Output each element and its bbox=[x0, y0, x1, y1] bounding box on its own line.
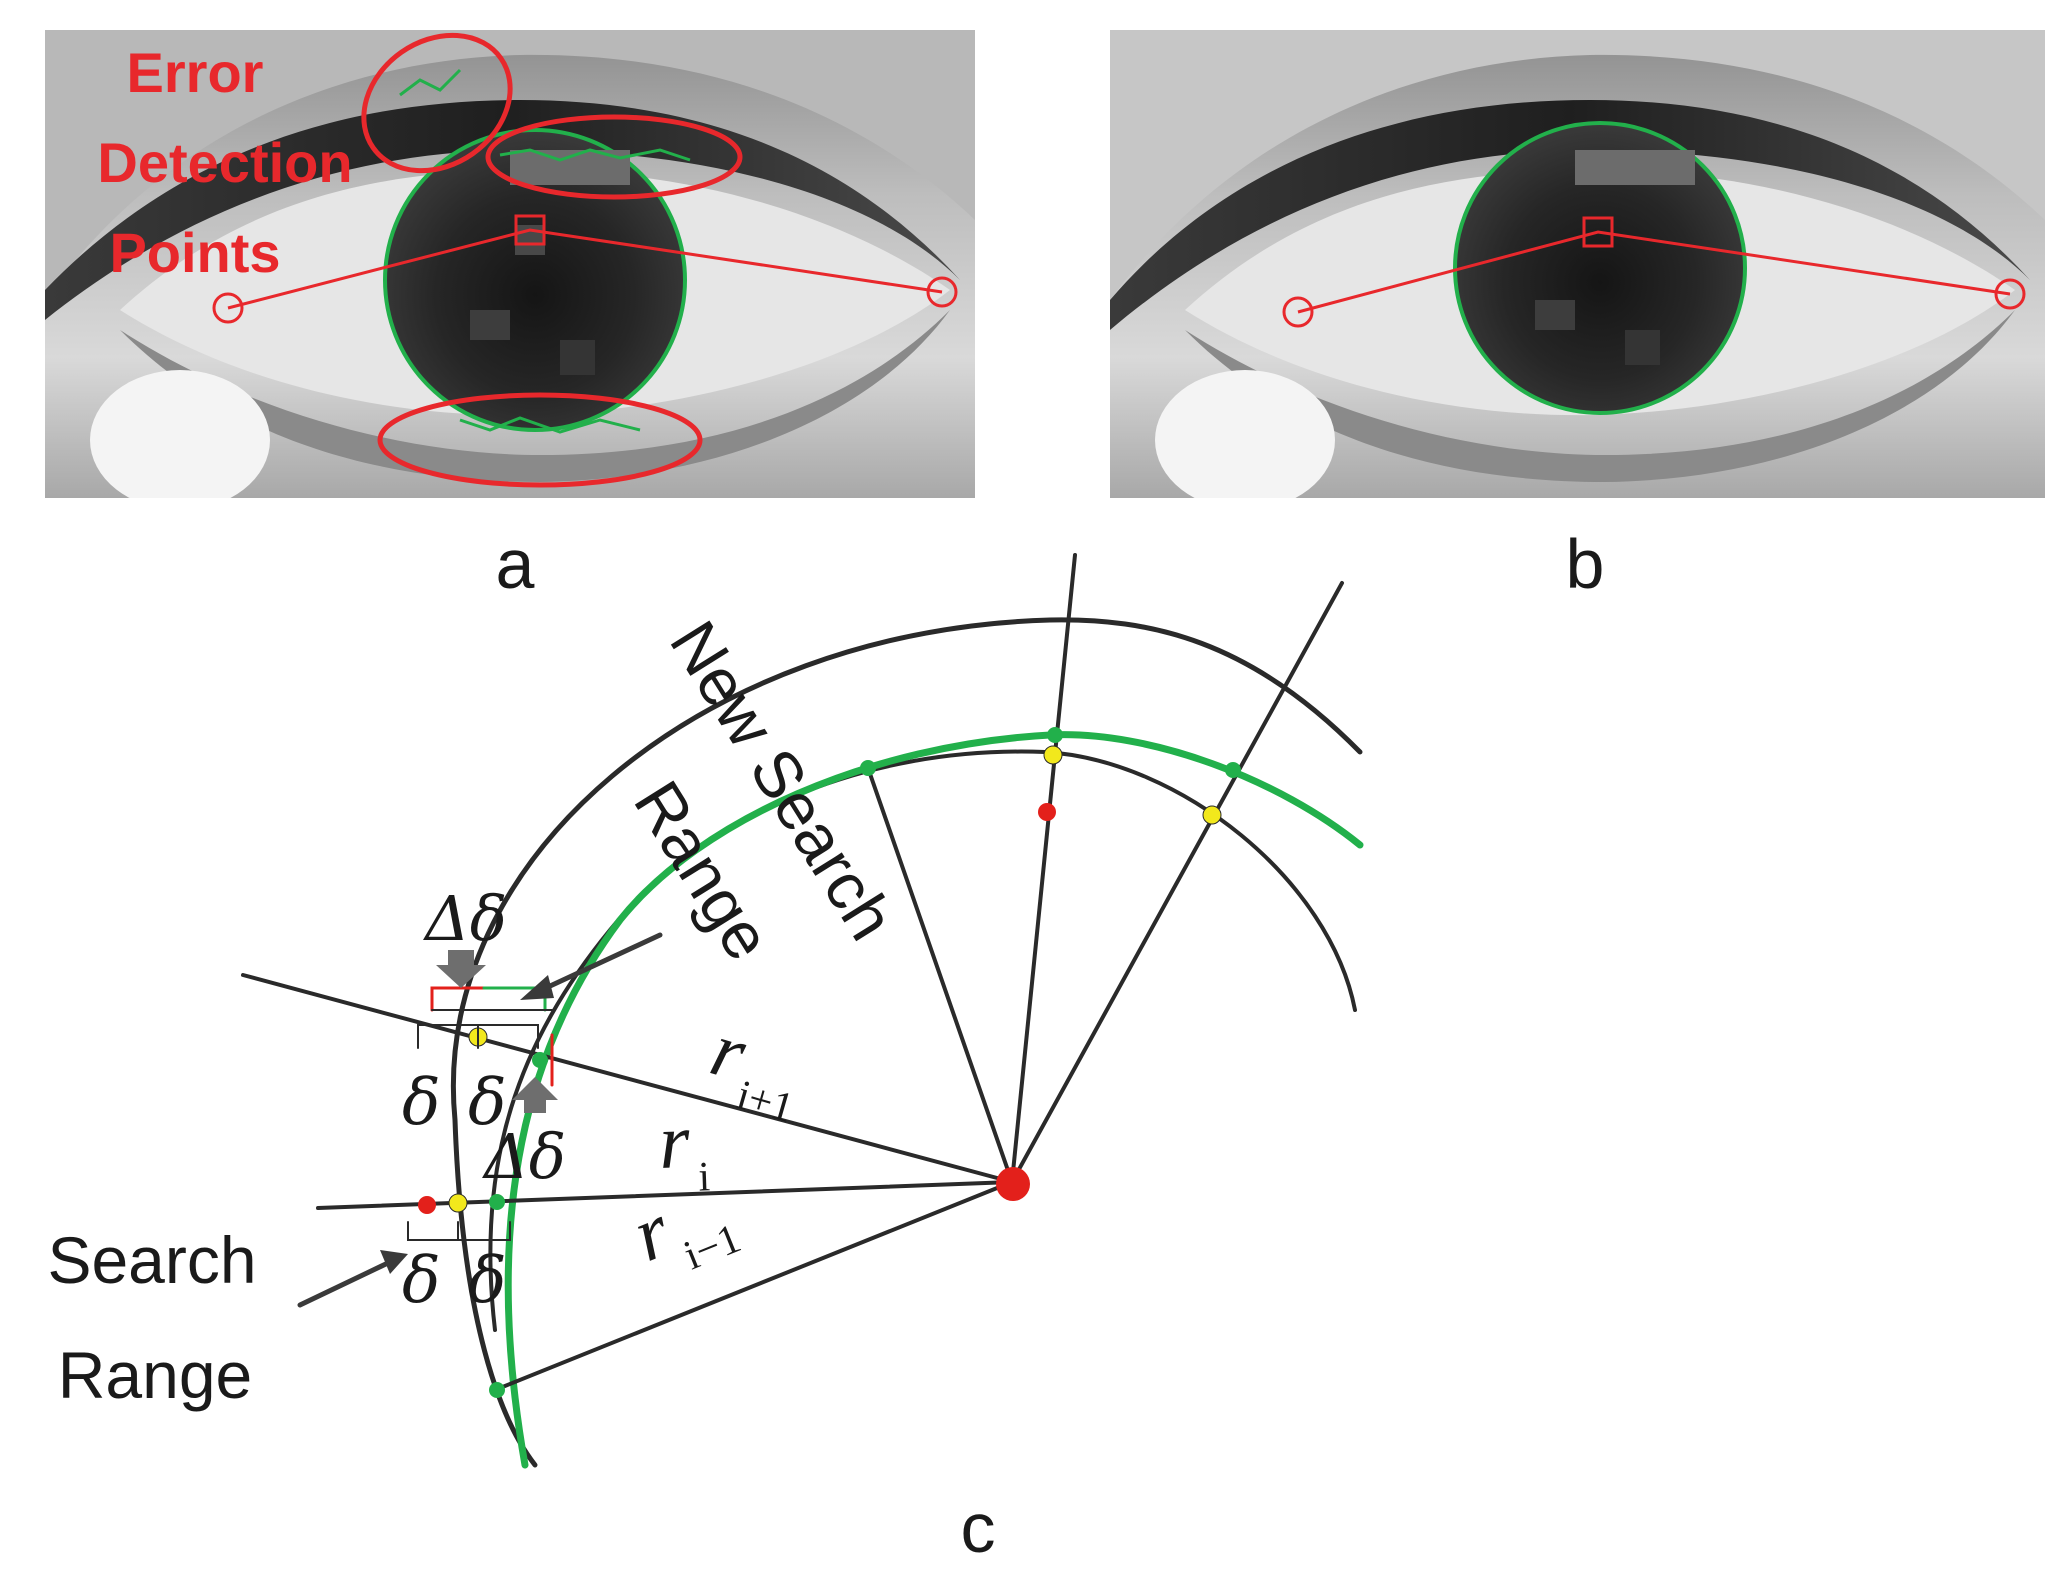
panel-label-b: b bbox=[1566, 525, 1605, 603]
svg-text:i−1: i−1 bbox=[678, 1216, 747, 1280]
yellow-point-1 bbox=[1043, 745, 1063, 765]
yellow-point-2 bbox=[1202, 805, 1222, 825]
corner-marker-left-b bbox=[1282, 296, 1314, 328]
delta-label-2: δ bbox=[468, 1066, 507, 1140]
eye-photo-b bbox=[1110, 30, 2045, 498]
svg-text:r: r bbox=[658, 1097, 692, 1185]
center-marker-b bbox=[1582, 216, 1614, 248]
delta-label-1: δ bbox=[402, 1066, 441, 1140]
green-point-4 bbox=[532, 1052, 548, 1068]
radius-line-5 bbox=[1010, 553, 1077, 1184]
error-ellipse-2 bbox=[485, 114, 743, 200]
eye-axis-lines-a bbox=[227, 228, 943, 310]
center-marker-a bbox=[514, 214, 546, 246]
green-point-6 bbox=[489, 1382, 505, 1398]
search-arrow bbox=[297, 1259, 393, 1308]
radius-line-6 bbox=[1010, 581, 1344, 1184]
delta-delta-bottom: Δδ bbox=[482, 1120, 566, 1193]
annotation-line1: Error bbox=[127, 41, 264, 104]
panel-label-a: a bbox=[496, 525, 535, 603]
error-ellipse-3 bbox=[377, 392, 703, 488]
corner-marker-right-b bbox=[1994, 278, 2026, 310]
search-range-label: Range bbox=[58, 1338, 253, 1412]
corner-marker-left-a bbox=[212, 292, 244, 324]
new-search-arrow bbox=[532, 932, 663, 996]
corner-marker-right-a bbox=[926, 276, 958, 308]
delta-arrow-bottom bbox=[512, 1077, 558, 1113]
outer-arc bbox=[451, 617, 1363, 1468]
r-i-plus-1-label: r i+1 bbox=[702, 1005, 798, 1132]
delta-label-3: δ bbox=[402, 1244, 441, 1318]
panel-label-c: c bbox=[961, 1489, 996, 1567]
search-range-diagram bbox=[241, 553, 1364, 1469]
radius-line-i-plus-1 bbox=[241, 973, 1014, 1184]
delta-delta-top: Δδ bbox=[423, 882, 507, 955]
green-contour bbox=[504, 731, 1364, 1469]
radius-line-4 bbox=[866, 766, 1014, 1184]
red-point-1 bbox=[1038, 803, 1056, 821]
red-point-2 bbox=[418, 1196, 436, 1214]
green-point-5 bbox=[489, 1194, 505, 1210]
eye-axis-lines-b bbox=[1297, 230, 2011, 314]
annotation-line2: Detection bbox=[97, 131, 352, 194]
svg-text:r: r bbox=[621, 1185, 682, 1277]
annotation-line3: Points bbox=[109, 221, 280, 284]
yellow-point-4 bbox=[448, 1193, 468, 1213]
green-point-2 bbox=[1047, 727, 1063, 743]
red-bracket-upper bbox=[430, 986, 486, 1012]
error-ellipse-1 bbox=[361, 32, 513, 174]
iris-contour-b bbox=[1453, 121, 1747, 415]
r-i-label: r i bbox=[658, 1097, 711, 1201]
iris-contour-a bbox=[383, 128, 687, 432]
radius-line-i-minus-1 bbox=[493, 1180, 1014, 1392]
center-point bbox=[996, 1167, 1030, 1201]
delta-label-4: δ bbox=[468, 1244, 507, 1318]
delta-arrow-top bbox=[436, 950, 486, 988]
eye-photo-a: Error Detection Points bbox=[45, 30, 975, 498]
green-point-1 bbox=[860, 760, 876, 776]
inner-arc bbox=[488, 749, 1357, 1332]
svg-text:i: i bbox=[698, 1154, 711, 1200]
search-label: Search bbox=[47, 1223, 256, 1297]
green-point-3 bbox=[1225, 762, 1241, 778]
